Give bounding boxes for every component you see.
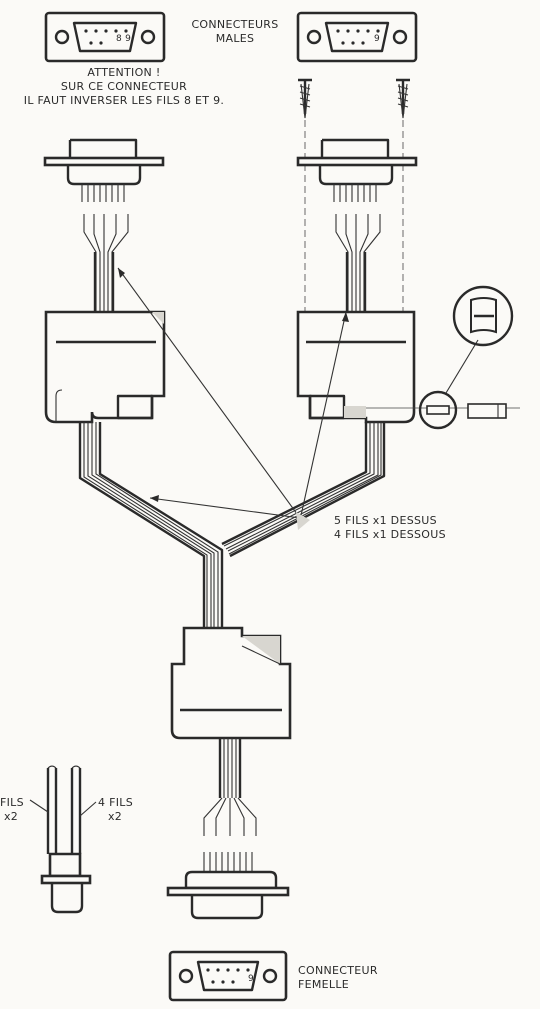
left-fils-line2: x2 [4, 810, 19, 823]
female-label-line1: CONNECTEUR [298, 964, 378, 977]
right-fils-label: 4 FILS x2 [98, 796, 133, 824]
left-detail-cables [29, 765, 97, 914]
right-fils-line2: x2 [108, 810, 123, 823]
left-fils-label: FILS x2 [0, 796, 24, 824]
male-title-line2: MALES [215, 32, 255, 45]
ferrite-detail [418, 390, 507, 430]
male-connector-left-side [43, 138, 165, 312]
hood-bottom [170, 626, 292, 740]
wires-annotation: 5 FILS x1 DESSUS 4 FILS x1 DESSOUS [334, 514, 446, 542]
magnifier-leader [445, 339, 479, 394]
y-cable [78, 422, 386, 628]
male-connector-right-front [296, 11, 418, 63]
pin-label-right: 9 [374, 34, 381, 44]
magnifier-detail [452, 285, 514, 347]
bottom-cable [203, 738, 257, 836]
hood-right [296, 310, 416, 424]
screw-left [298, 78, 312, 119]
wires-bottom-label: 4 FILS x1 DESSOUS [334, 528, 446, 541]
pin-label-left: 8 9 [116, 34, 132, 44]
screw-right [396, 78, 410, 119]
attention-line3: IL FAUT INVERSER LES FILS 8 ET 9. [23, 94, 225, 107]
male-title-line1: CONNECTEURS [191, 18, 279, 31]
female-connector-front [168, 950, 288, 1002]
right-fils-line1: 4 FILS [98, 796, 133, 809]
hood-left [44, 310, 166, 424]
annotation-arrows [117, 267, 349, 530]
female-connector-side [166, 852, 290, 920]
male-connector-left-front [44, 11, 166, 63]
female-connector-label: CONNECTEUR FEMELLE [298, 964, 378, 992]
screw-guide-lines [304, 120, 404, 330]
attention-note: ATTENTION ! SUR CE CONNECTEUR IL FAUT IN… [10, 66, 238, 108]
female-label-line2: FEMELLE [298, 978, 350, 991]
male-connectors-title: CONNECTEURS MALES [180, 18, 290, 46]
left-fils-line1: FILS [0, 796, 24, 809]
pin-label-female: 9 [248, 974, 255, 984]
attention-line2: SUR CE CONNECTEUR [60, 80, 188, 93]
attention-line1: ATTENTION ! [87, 66, 161, 79]
male-connector-right-side [296, 138, 418, 312]
wires-top-label: 5 FILS x1 DESSUS [334, 514, 437, 527]
